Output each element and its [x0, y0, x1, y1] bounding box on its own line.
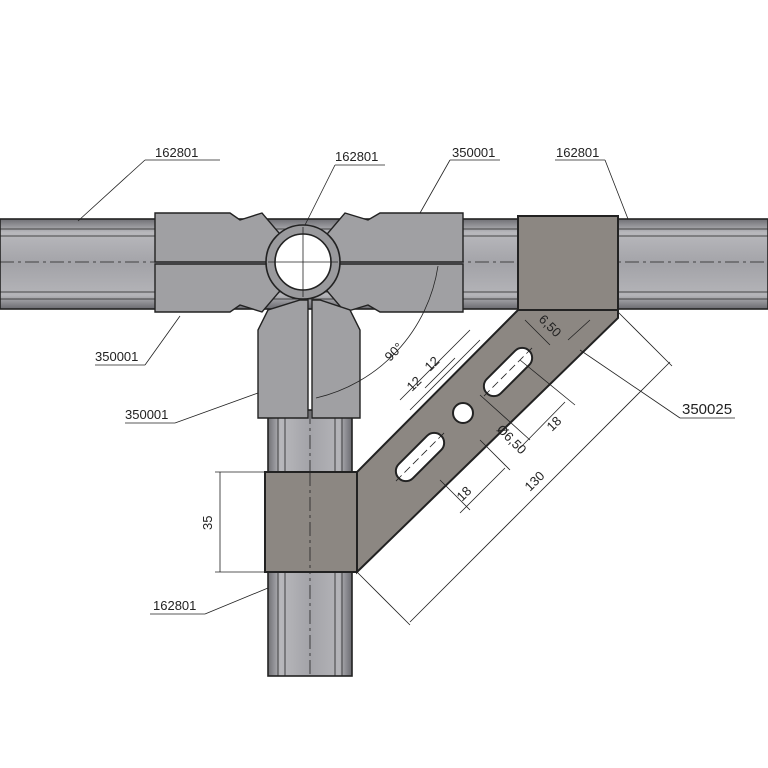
dim-hole-diameter: Ø6,50 — [494, 422, 530, 458]
label-connector-top: 350001 — [452, 145, 495, 160]
dim-spacing-b: 12 — [422, 353, 443, 374]
cross-connector — [154, 212, 464, 419]
dim-slot-length-lower: 18 — [454, 483, 475, 504]
label-connector-left: 350001 — [95, 349, 138, 364]
label-tube-center: 162801 — [335, 149, 378, 164]
label-tube-top-right: 162801 — [556, 145, 599, 160]
dim-sleeve-height: 35 — [200, 516, 215, 530]
dim-overall-length: 130 — [522, 468, 548, 494]
leader-lines — [77, 159, 735, 626]
lower-slot — [394, 431, 446, 483]
label-connector-bottom: 350001 — [125, 407, 168, 422]
dim-slot-length-upper: 18 — [544, 413, 565, 434]
bottom-clamp-sleeve — [264, 471, 358, 573]
diagonal-strap — [356, 305, 619, 575]
label-tube-top-left: 162801 — [155, 145, 198, 160]
center-hole — [452, 402, 474, 424]
dim-spacing-a: 12 — [404, 373, 425, 394]
label-tube-bottom: 162801 — [153, 598, 196, 613]
label-strap: 350025 — [682, 401, 732, 418]
dim-angle: 90° — [382, 340, 407, 365]
right-clamp-sleeve — [517, 215, 619, 311]
